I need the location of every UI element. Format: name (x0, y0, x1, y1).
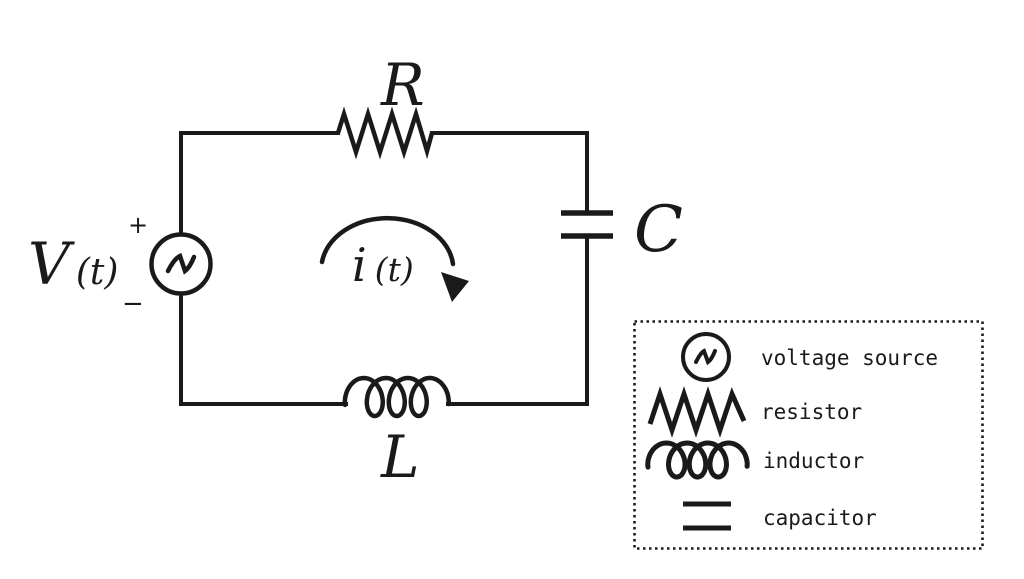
voltage-source-icon (681, 332, 731, 382)
legend-border (633, 320, 984, 550)
sine-glyph-icon (165, 252, 197, 275)
resistor-symbol: R (335, 51, 435, 160)
resistor-zigzag (335, 106, 435, 160)
current-arrow: i(t) (319, 215, 469, 302)
legend-label-voltage-source: voltage source (761, 346, 938, 370)
legend-label-resistor: resistor (761, 400, 862, 424)
current-args: (t) (375, 250, 414, 289)
legend-label-capacitor: capacitor (763, 506, 877, 530)
legend-box: voltage source resistor inductor capacit… (633, 320, 984, 550)
legend-item-inductor: inductor (645, 440, 864, 480)
current-arrowhead-icon (441, 272, 469, 302)
current-arc (319, 215, 456, 267)
capacitor-label: C (634, 193, 683, 267)
voltage-source-label: V(t) (28, 230, 118, 298)
inductor-symbol: L (342, 375, 451, 491)
circuit-wires (179, 131, 589, 406)
inductor-label: L (380, 423, 420, 491)
voltage-source-args: (t) (76, 252, 119, 293)
voltage-source-name: V (28, 230, 75, 298)
legend-item-capacitor: capacitor (683, 501, 877, 531)
minus-sign: − (122, 289, 144, 319)
legend-item-voltage-source: voltage source (681, 332, 938, 382)
wire-bottom-left (179, 292, 348, 406)
voltage-source-symbol: V(t) + − (28, 211, 213, 319)
capacitor-symbol: C (561, 193, 683, 267)
resistor-icon (647, 386, 747, 438)
voltage-source-circle (149, 232, 213, 296)
legend-item-resistor: resistor (647, 386, 862, 438)
voltage-source-icon-glyph (694, 348, 717, 366)
legend-label-inductor: inductor (763, 449, 864, 473)
wire-top-left (179, 131, 340, 236)
wire-bottom-right (446, 234, 589, 406)
wire-top-right (430, 131, 589, 214)
current-label: i(t) (352, 238, 414, 292)
resistor-label: R (380, 51, 425, 119)
inductor-icon (645, 440, 750, 480)
plus-sign: + (128, 211, 148, 239)
current-name: i (352, 238, 367, 292)
inductor-coil (342, 375, 451, 419)
